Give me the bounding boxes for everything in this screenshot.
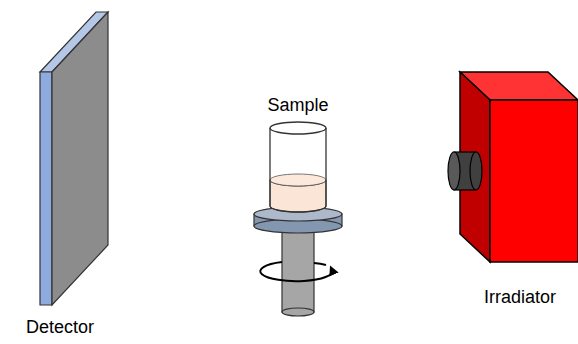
rotation-arrow xyxy=(260,262,332,281)
part-label: Irradiator xyxy=(484,288,556,308)
rotation-stage xyxy=(254,207,342,316)
part-label: Detector xyxy=(26,318,94,338)
detector-panel xyxy=(40,12,108,305)
sample-beaker xyxy=(270,122,326,212)
irradiator-nozzle xyxy=(448,152,482,190)
irradiator-box xyxy=(460,72,578,262)
part-label: Sample xyxy=(267,96,328,116)
